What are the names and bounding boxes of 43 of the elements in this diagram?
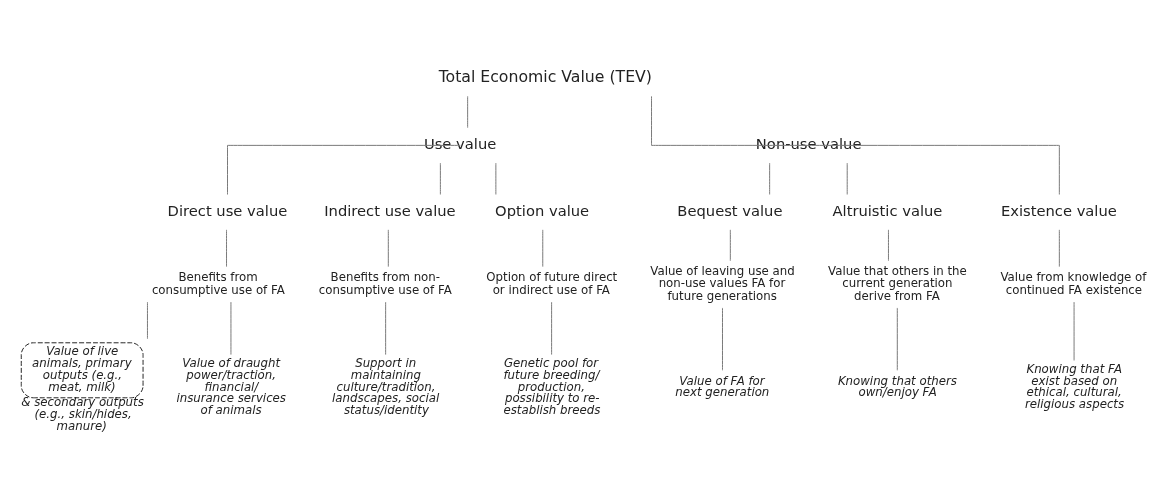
node-text: Bequest value [677, 201, 783, 219]
node-text: Indirect use value [324, 201, 456, 219]
node-text: Value of FA for next generation [675, 373, 770, 399]
node-text: Value of draught power/traction, financial/ insurance services of animals [176, 355, 286, 417]
node-text: Genetic pool for future breeding/ production, possibility to re-establish breeds [503, 355, 601, 417]
connector [896, 306, 898, 371]
connector [439, 162, 441, 195]
node-text: Existence value [1000, 201, 1117, 219]
node-text: Knowing that FA exist based on ethical, cultural, religious aspects [1024, 361, 1125, 411]
connector [227, 144, 461, 195]
node-text: Value of leaving use and non-use values FA for future generations [650, 263, 795, 303]
connector [387, 228, 389, 267]
connector [1073, 301, 1075, 361]
node-text: Benefits from non-consumptive use of FA [318, 269, 452, 297]
connector [542, 228, 544, 267]
node-text: Option of future direct or indirect use of FA [486, 269, 618, 297]
connector [651, 95, 810, 146]
connector [729, 228, 731, 261]
connector [769, 162, 771, 195]
connector [230, 301, 232, 355]
node-text: Direct use value [167, 201, 288, 219]
node-text: Total Economic Value (TEV) [438, 66, 652, 86]
connector [226, 228, 227, 267]
connector [147, 301, 148, 339]
connector [1058, 228, 1060, 267]
connector [887, 228, 889, 261]
connector [467, 95, 469, 128]
node-box: Value of live animals, primary outputs (e.g., meat, milk) [20, 341, 144, 398]
node-text: Support in maintaining culture/tradition, landscapes, social status/identity [332, 355, 440, 417]
connector [495, 162, 497, 195]
node-text: Option value [495, 201, 590, 219]
node-text: Non-use value [755, 134, 862, 152]
connector [846, 162, 848, 195]
node-text: Knowing that others own/enjoy FA [837, 373, 957, 399]
connector [722, 306, 723, 371]
node-text: Value that others in the current generation derive from FA [828, 263, 967, 303]
connector [808, 144, 1060, 195]
node-text: Value from knowledge of continued FA existence [1000, 269, 1147, 297]
node-text: Use value [423, 134, 497, 152]
connector [551, 301, 553, 355]
node-text: Benefits from consumptive use of FA [151, 269, 285, 297]
node-text: Altruistic value [832, 201, 943, 219]
connector [385, 301, 387, 355]
